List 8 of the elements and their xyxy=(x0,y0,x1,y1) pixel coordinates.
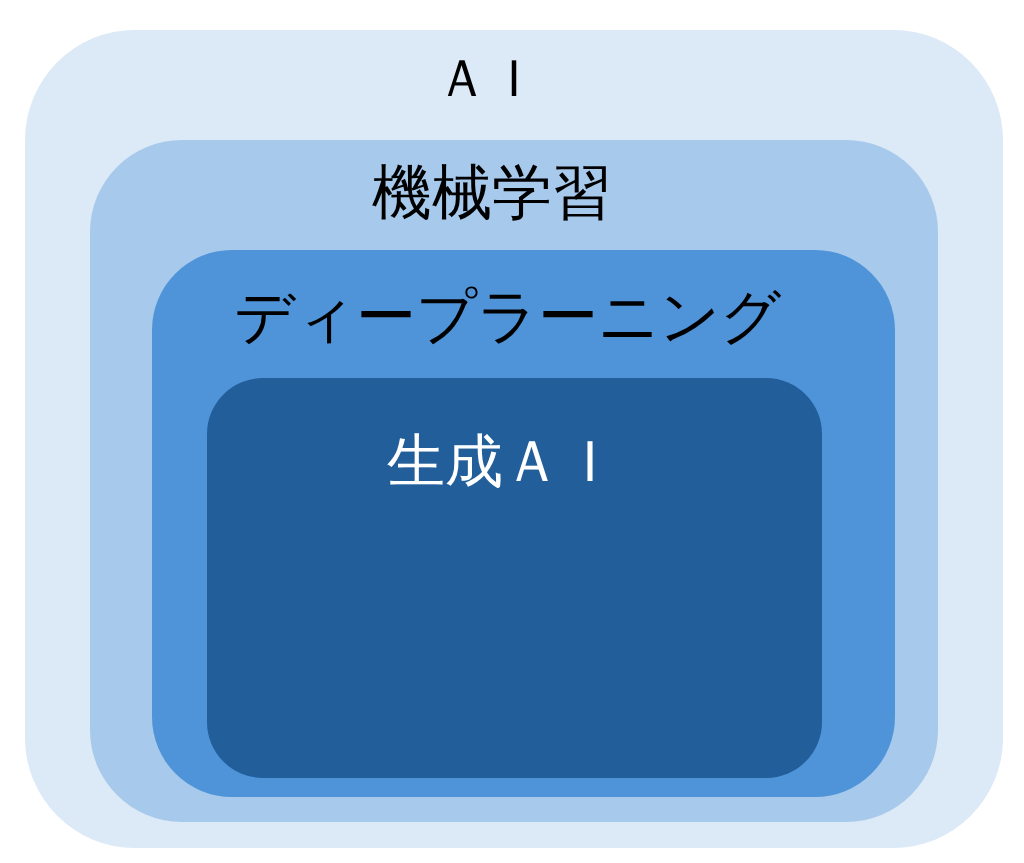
region-label: ＡＩ xyxy=(436,52,540,104)
middle-region xyxy=(90,140,938,822)
region-label: 機械学習 xyxy=(372,162,612,222)
region-label: 生成ＡＩ xyxy=(386,432,619,490)
inner-region xyxy=(152,250,895,797)
outer-region xyxy=(25,30,1003,848)
core-region xyxy=(207,378,822,778)
region-label: ディープラーニング xyxy=(234,286,781,346)
